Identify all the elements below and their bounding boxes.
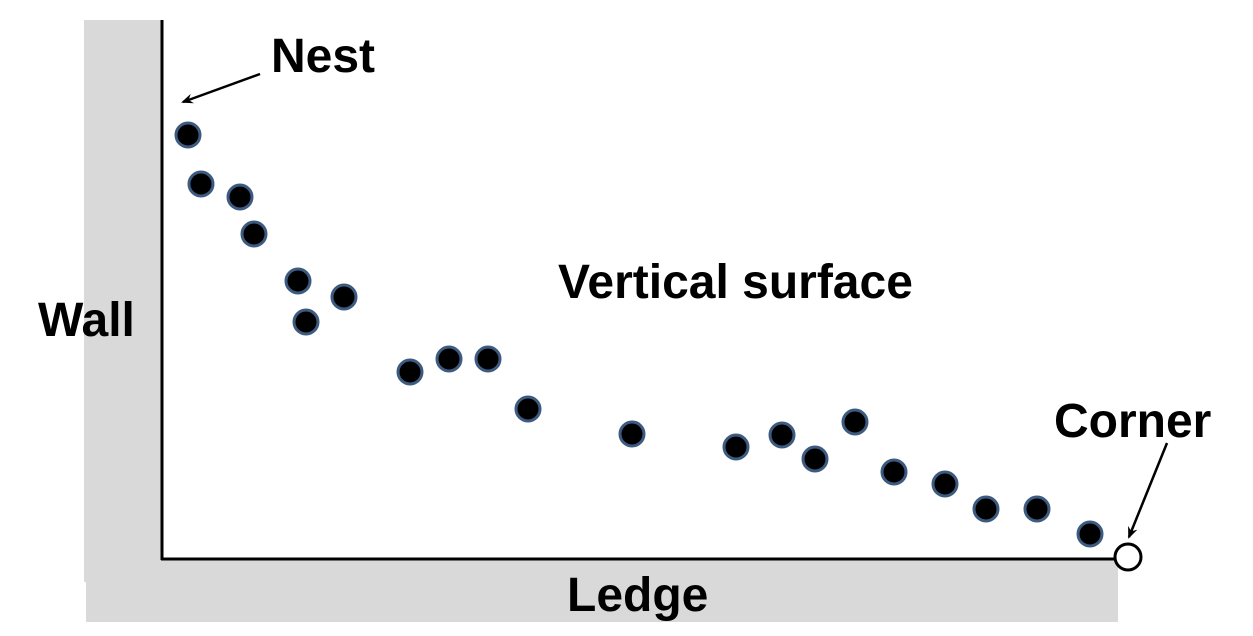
corner-label: Corner bbox=[1054, 395, 1211, 448]
dot bbox=[768, 421, 796, 449]
wall-surface bbox=[84, 20, 162, 582]
dot bbox=[396, 358, 424, 386]
dot bbox=[330, 283, 358, 311]
dot bbox=[187, 170, 215, 198]
dot bbox=[435, 345, 463, 373]
dot bbox=[880, 458, 908, 486]
dot bbox=[801, 445, 829, 473]
dot bbox=[514, 395, 542, 423]
dot bbox=[292, 308, 320, 336]
dot bbox=[722, 433, 750, 461]
dot bbox=[240, 220, 268, 248]
wall-label: Wall bbox=[38, 294, 135, 347]
nest-dots bbox=[174, 121, 1104, 548]
dot bbox=[1023, 495, 1051, 523]
corner-marker bbox=[1113, 542, 1143, 572]
dot bbox=[931, 470, 959, 498]
dot bbox=[618, 420, 646, 448]
nest-arrow bbox=[181, 72, 261, 104]
dot bbox=[972, 495, 1000, 523]
dot bbox=[284, 267, 312, 295]
dot bbox=[841, 408, 869, 436]
dot bbox=[226, 183, 254, 211]
ledge-label: Ledge bbox=[567, 569, 708, 622]
corner-arrow bbox=[1127, 442, 1169, 539]
vertical-surface-label: Vertical surface bbox=[558, 256, 913, 309]
dot bbox=[174, 121, 202, 149]
ledge-surface bbox=[86, 560, 1118, 622]
dot bbox=[474, 345, 502, 373]
nest-label: Nest bbox=[271, 30, 375, 83]
dot bbox=[1076, 520, 1104, 548]
